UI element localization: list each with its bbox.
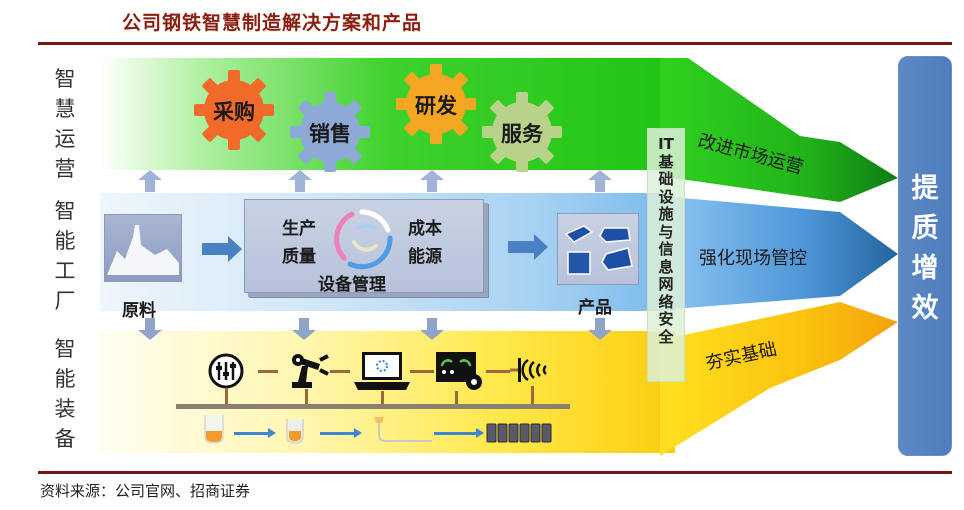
right-arrow-icon [202, 236, 242, 262]
equipment-band [100, 331, 675, 453]
outcome-label-onsite-control: 强化现场管控 [699, 248, 807, 269]
it-infrastructure-label: IT基础设施与信息网络安全 [658, 135, 674, 346]
side-label-smart-equipment: 智能装备 [54, 337, 76, 451]
down-arrow-icon [588, 318, 612, 340]
label-cost: 成本 [408, 219, 442, 239]
up-arrow-icon [588, 170, 612, 192]
bus-stub [531, 386, 534, 404]
steel-products-icon [564, 225, 633, 275]
robot-arm-icon [292, 354, 329, 388]
bottom-divider [38, 471, 952, 474]
gear-service: 服务 [480, 90, 564, 174]
gear-label-rnd: 研发 [415, 94, 457, 118]
flow-arrow-icon [234, 428, 276, 438]
right-arrow-icon [508, 234, 548, 260]
down-arrow-icon [138, 318, 162, 340]
outcome-arrow-green [660, 58, 898, 202]
label-equipment-management: 设备管理 [318, 275, 386, 295]
down-arrow-icon [292, 318, 316, 340]
bus-stub [225, 388, 228, 404]
outcome-arrow-yellow [660, 302, 898, 456]
sensor-wave-icon [510, 358, 547, 382]
control-panel-icon [208, 353, 244, 389]
gear-procurement: 采购 [192, 68, 276, 152]
result-label: 提质增效 [911, 173, 939, 324]
gauge-gear-icon [436, 352, 482, 390]
gear-icon [290, 92, 370, 172]
management-box [244, 199, 484, 293]
gear-rnd: 研发 [394, 62, 478, 146]
flow-arrow-icon [320, 428, 362, 438]
source-note: 资料来源：公司官网、招商证券 [40, 482, 251, 500]
equipment-bus [176, 404, 570, 409]
up-arrow-icon [420, 170, 444, 192]
ladle-icon [204, 415, 224, 444]
connector-line [330, 370, 350, 373]
laptop-icon [354, 352, 410, 390]
label-quality: 质量 [282, 247, 316, 267]
gear-sales: 销售 [288, 90, 372, 174]
cycle-ring-icon [334, 209, 393, 270]
connector-line [410, 370, 434, 373]
up-arrow-icon [138, 170, 162, 192]
factory-silhouette-icon [107, 225, 179, 275]
slab-stack-icon [486, 423, 552, 443]
bus-stub [455, 391, 458, 404]
raw-material-label: 原料 [122, 301, 156, 321]
connector-line [486, 370, 510, 373]
gear-icon [482, 92, 562, 172]
up-arrow-icon [288, 170, 312, 192]
bus-stub [305, 389, 308, 404]
gear-label-procurement: 采购 [213, 100, 255, 124]
product-image [557, 213, 639, 285]
operation-band [100, 58, 675, 170]
gear-label-sales: 销售 [309, 122, 351, 146]
gear-icon [194, 70, 274, 150]
flow-arrow-icon [434, 428, 484, 438]
top-divider [38, 42, 952, 45]
outcome-arrow-blue [660, 196, 898, 310]
raw-material-image [104, 214, 182, 282]
connector-line [258, 370, 278, 373]
diagram-title: 公司钢铁智慧制造解决方案和产品 [122, 12, 423, 34]
label-production: 生产 [282, 219, 316, 239]
it-infrastructure-strip [647, 128, 685, 382]
label-energy: 能源 [408, 247, 442, 267]
gear-icon [396, 64, 476, 144]
caster-icon [374, 417, 432, 442]
down-arrow-icon [420, 318, 444, 340]
side-label-smart-operation: 智慧运营 [54, 67, 76, 181]
gear-label-service: 服务 [501, 122, 543, 146]
side-label-smart-factory: 智能工厂 [54, 199, 76, 313]
bus-stub [381, 391, 384, 404]
furnace-icon [286, 419, 304, 444]
product-label: 产品 [578, 298, 612, 318]
result-panel: 提质增效 [898, 56, 952, 456]
